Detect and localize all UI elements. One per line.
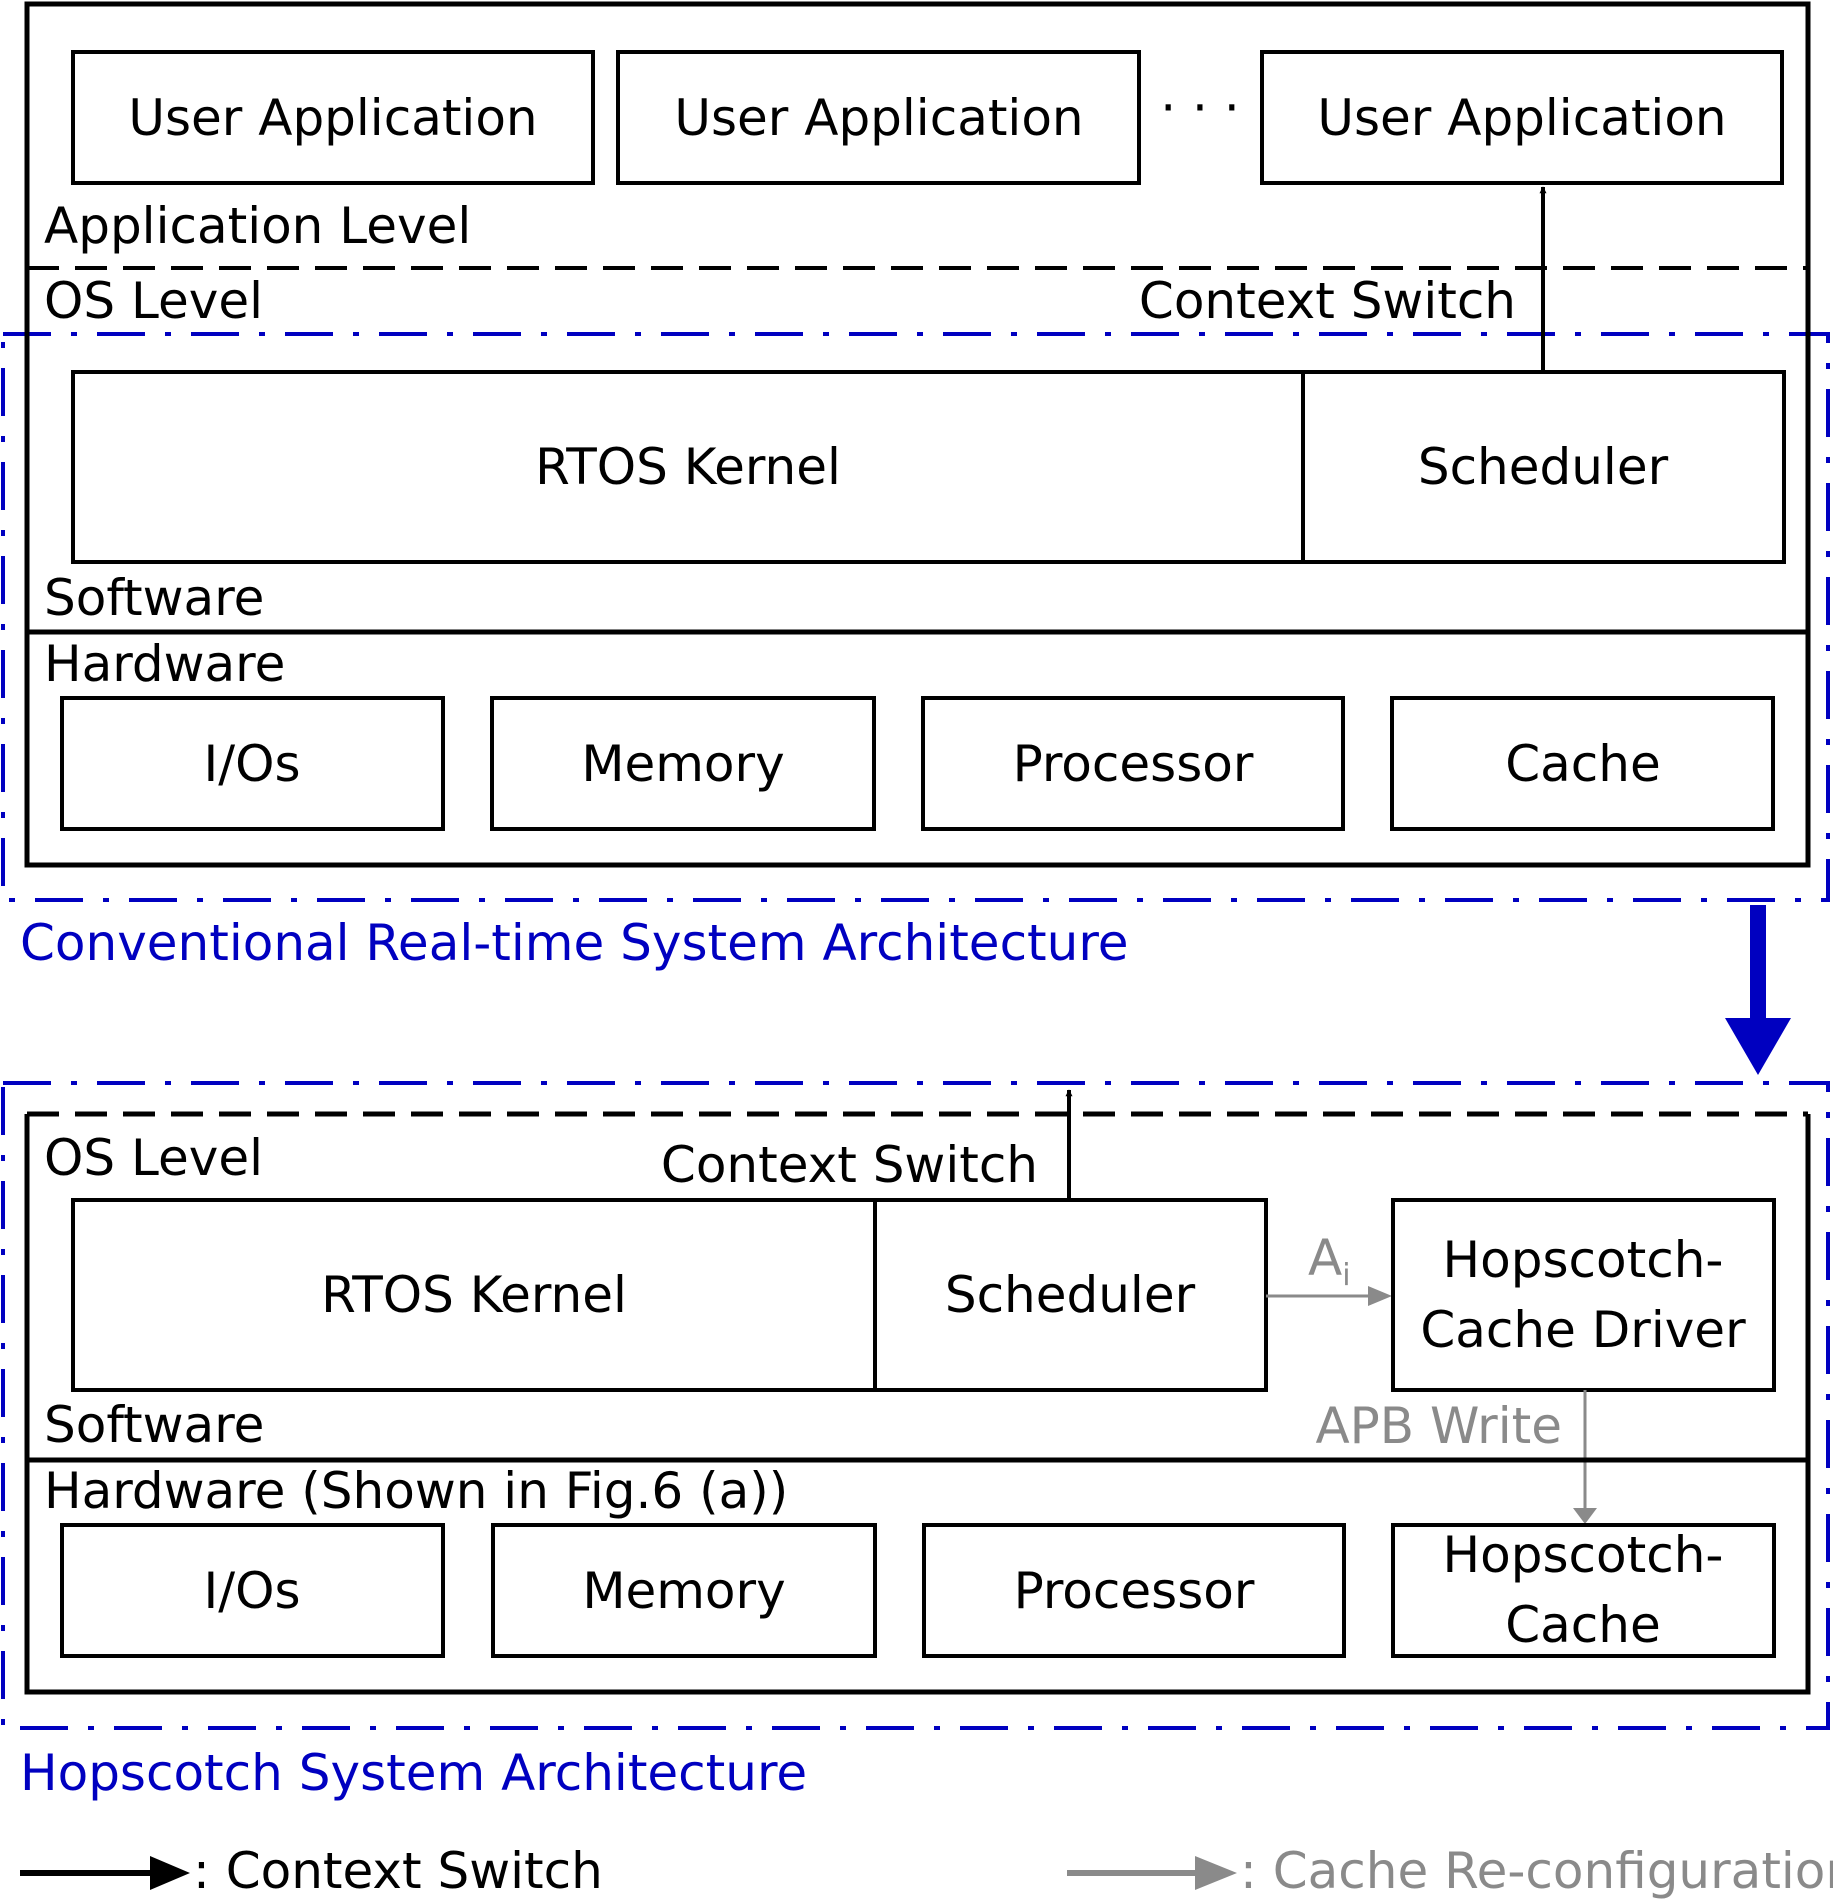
rtos-kernel-box bbox=[71, 1198, 877, 1392]
legend-cache-reconfig-label: : Cache Re-configuration bbox=[1240, 1842, 1833, 1900]
hopscotch-cache-driver-label-line2: Cache Driver bbox=[1420, 1301, 1746, 1359]
ai-arrow-head bbox=[1368, 1286, 1392, 1306]
processor-box bbox=[922, 1523, 1346, 1658]
conventional-architecture: User Application User Application · · · … bbox=[1, 1, 1830, 972]
memory-box bbox=[490, 696, 876, 831]
rtos-kernel-label: RTOS Kernel bbox=[535, 438, 841, 496]
hardware-label: Hardware bbox=[44, 635, 285, 693]
hopscotch-cache-label-line2: Cache bbox=[1505, 1596, 1661, 1654]
context-switch-label: Context Switch bbox=[661, 1136, 1038, 1194]
scheduler-label: Scheduler bbox=[1418, 438, 1669, 496]
hopscotch-cache-driver-label-line1: Hopscotch- bbox=[1443, 1231, 1724, 1289]
scheduler-box bbox=[873, 1198, 1268, 1392]
application-level-label: Application Level bbox=[44, 197, 471, 255]
cache-label: Cache bbox=[1505, 735, 1661, 793]
rtos-kernel-label: RTOS Kernel bbox=[321, 1266, 627, 1324]
scheduler-box bbox=[1301, 370, 1786, 564]
processor-label: Processor bbox=[1014, 1562, 1255, 1620]
ellipsis: · · · bbox=[1160, 79, 1239, 137]
user-application-label-1: User Application bbox=[128, 89, 537, 147]
software-label: Software bbox=[44, 1396, 264, 1454]
conventional-caption: Conventional Real-time System Architectu… bbox=[20, 914, 1129, 972]
transition-arrow bbox=[1725, 905, 1791, 1075]
context-switch-label: Context Switch bbox=[1139, 272, 1516, 330]
memory-box bbox=[491, 1523, 877, 1658]
user-application-label-2: User Application bbox=[674, 89, 1083, 147]
scheduler-label: Scheduler bbox=[945, 1266, 1196, 1324]
ai-label: Ai bbox=[1308, 1229, 1351, 1293]
hopscotch-caption: Hopscotch System Architecture bbox=[20, 1744, 807, 1802]
user-application-box-2 bbox=[616, 50, 1141, 185]
legend-cache-reconfig-arrow-head bbox=[1195, 1856, 1237, 1890]
processor-label: Processor bbox=[1013, 735, 1254, 793]
hopscotch-cache-driver-box bbox=[1391, 1198, 1776, 1392]
software-label: Software bbox=[44, 569, 264, 627]
conventional-boundary bbox=[1, 332, 1830, 902]
user-application-box-3 bbox=[1260, 50, 1784, 185]
apb-write-arrow-head bbox=[1573, 1508, 1597, 1524]
user-application-box-1 bbox=[71, 50, 595, 185]
legend-context-switch-label: : Context Switch bbox=[193, 1842, 603, 1900]
io-label: I/Os bbox=[204, 735, 301, 793]
cache-box bbox=[1390, 696, 1775, 831]
memory-label: Memory bbox=[582, 1562, 785, 1620]
os-level-label: OS Level bbox=[44, 1129, 263, 1187]
hopscotch-system-box bbox=[24, 1114, 1811, 1695]
io-box bbox=[60, 1523, 445, 1658]
legend: : Context Switch : Cache Re-configuratio… bbox=[20, 1842, 1833, 1900]
hopscotch-architecture: OS Level Context Switch RTOS Kernel Sche… bbox=[1, 1081, 1830, 1802]
processor-box bbox=[921, 696, 1345, 831]
io-label: I/Os bbox=[204, 1562, 301, 1620]
io-box bbox=[60, 696, 445, 831]
user-application-label-3: User Application bbox=[1317, 89, 1726, 147]
hopscotch-cache-box bbox=[1391, 1523, 1776, 1658]
hopscotch-boundary bbox=[1, 1081, 1830, 1730]
apb-write-label: APB Write bbox=[1315, 1397, 1562, 1455]
memory-label: Memory bbox=[581, 735, 784, 793]
conventional-system-box bbox=[24, 1, 1811, 868]
os-level-label: OS Level bbox=[44, 272, 263, 330]
hardware-label: Hardware (Shown in Fig.6 (a)) bbox=[44, 1462, 788, 1520]
legend-context-switch-arrow-head bbox=[150, 1856, 190, 1890]
hopscotch-cache-label-line1: Hopscotch- bbox=[1443, 1526, 1724, 1584]
